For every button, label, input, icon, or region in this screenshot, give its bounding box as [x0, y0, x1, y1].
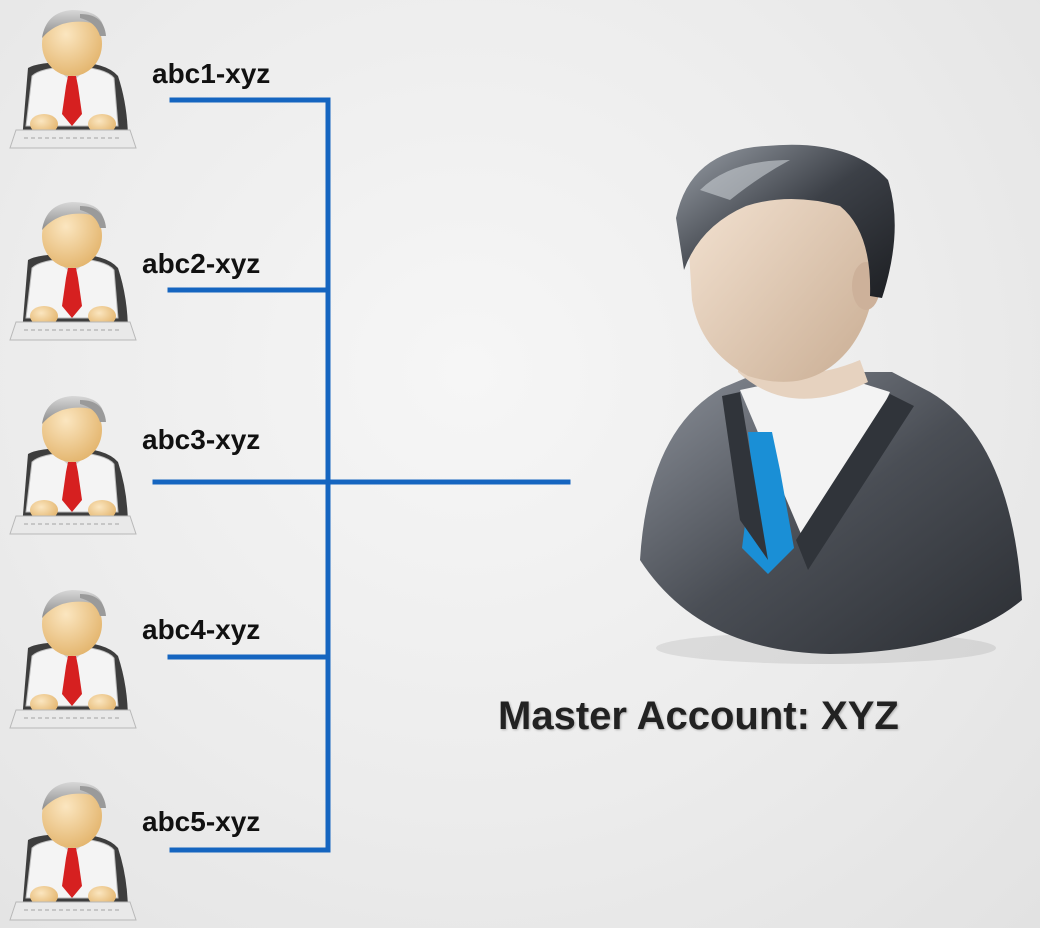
sub-account-5-avatar — [8, 780, 138, 922]
master-account-label: Master Account: XYZ — [498, 694, 899, 738]
sub-account-3-avatar — [8, 394, 138, 536]
sub-account-1-avatar — [8, 8, 138, 150]
sub-account-2-avatar — [8, 200, 138, 342]
master-account-avatar — [640, 144, 1022, 664]
sub-account-2-label: abc2-xyz — [142, 248, 261, 279]
sub-account-3-label: abc3-xyz — [142, 424, 261, 455]
sub-account-4-avatar — [8, 588, 138, 730]
sub-account-1-label: abc1-xyz — [152, 58, 271, 89]
sub-account-5-label: abc5-xyz — [142, 806, 261, 837]
sub-account-4-label: abc4-xyz — [142, 614, 261, 645]
